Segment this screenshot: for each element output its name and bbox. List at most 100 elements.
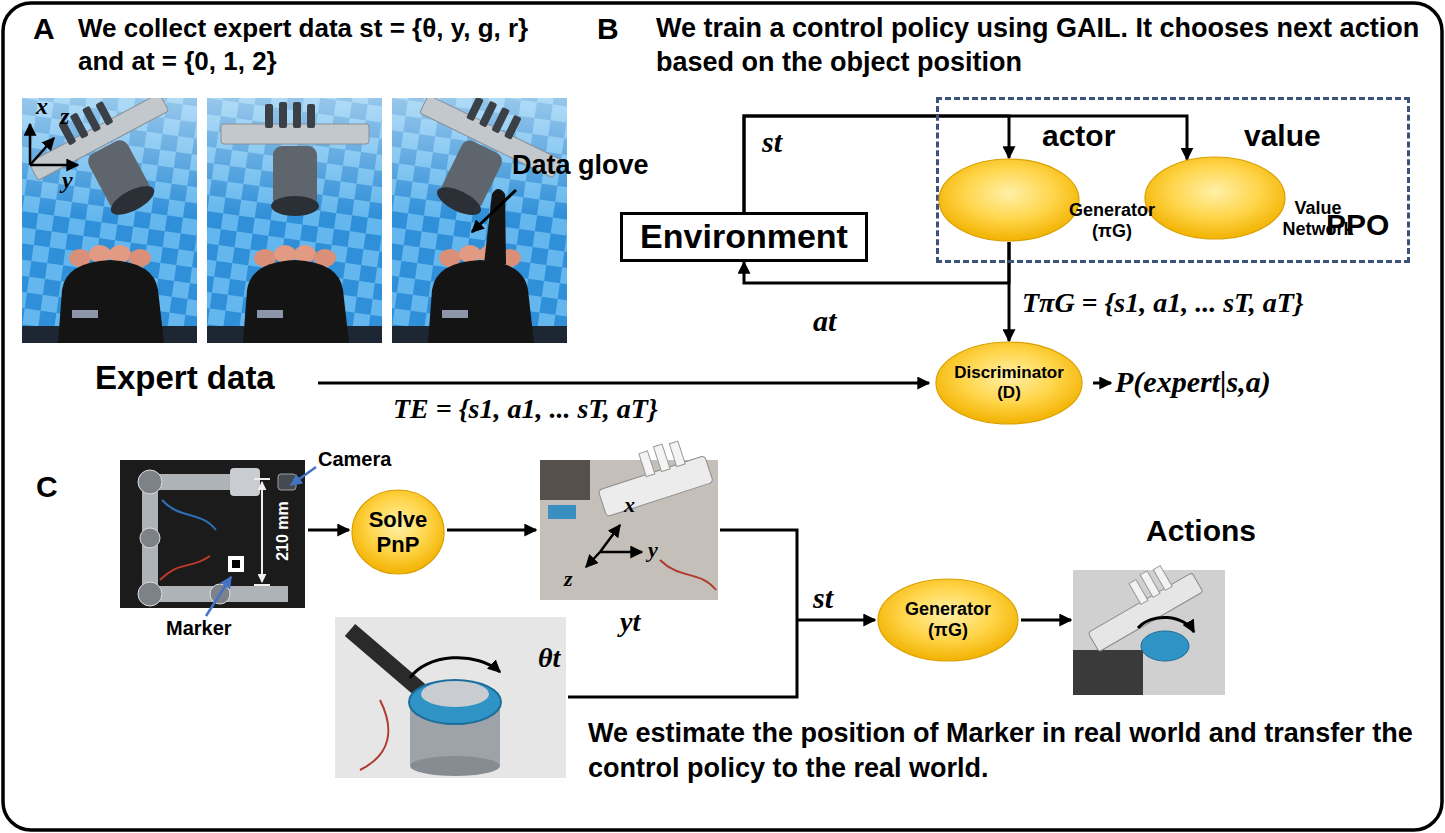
signal-lines [568, 530, 1071, 697]
value-ellipse: Value Network [1144, 156, 1286, 240]
source-label: Expert data [95, 361, 275, 394]
flow-arrow [318, 382, 929, 385]
node-label: Discriminator (D) [946, 363, 1072, 402]
panel-letter: B [597, 14, 619, 44]
group-box: Generator (πG) Value Network actor valuePPO [936, 97, 1410, 263]
generator-ellipse: Generator (πG) [938, 158, 1080, 242]
robot-arm-photo [162, 500, 216, 530]
axis-arrows [30, 124, 78, 165]
wrist-photo [410, 658, 500, 678]
axis-label: z [564, 568, 573, 590]
ellipse-outline [878, 579, 1018, 661]
generator-ellipse: Generator (πG) [877, 578, 1019, 662]
glove-photo [207, 98, 382, 343]
callout-label: Marker [166, 618, 232, 638]
process-box: Environment [620, 212, 868, 262]
axis-arrows [29, 124, 32, 165]
axis-arrows [30, 138, 54, 165]
wrist-photo [335, 617, 566, 778]
flow-arrow [447, 529, 536, 532]
outer-frame [3, 3, 1442, 830]
wrist-photo [421, 681, 489, 707]
marker-pose-photo [653, 444, 670, 472]
action-photo [1073, 650, 1143, 695]
ellipse-outline [936, 342, 1082, 424]
panel-heading: We train a control policy using GAIL. It… [656, 12, 1424, 80]
process-ellipse: Solve PnP [351, 489, 445, 575]
robot-arm-photo [228, 556, 244, 572]
glove-photo [388, 75, 571, 343]
glove-photo [22, 98, 197, 343]
ellipse-outline [352, 490, 444, 574]
glove-photo [243, 245, 349, 343]
axis-label: y [62, 168, 73, 192]
marker-pose-photo [639, 451, 655, 477]
marker-pose-photo [591, 433, 714, 517]
output-label: Actions [1146, 516, 1256, 546]
glove-photo [428, 245, 534, 343]
marker-pose-photo [540, 433, 718, 600]
wrist-photo [409, 680, 501, 724]
leader-arrow [206, 577, 231, 616]
axis-arrows [600, 525, 620, 552]
node-label: Solve PnP [362, 507, 434, 558]
wrist-photo [335, 617, 566, 778]
signal-lines [797, 619, 875, 622]
role-label: value [1244, 121, 1321, 151]
node-label: Generator (πG) [898, 599, 998, 640]
discriminator-ellipse: Discriminator (D) [935, 341, 1083, 425]
action-photo [1141, 631, 1189, 661]
leader-arrow [291, 467, 316, 485]
panel-letter: A [33, 14, 55, 44]
callout-label: Camera [318, 449, 391, 469]
robot-arm-photo [138, 582, 162, 606]
panel-heading: We collect expert data st = {θ, y, g, r}… [78, 12, 552, 77]
ellipse-outline [939, 159, 1079, 241]
action-photo [1153, 566, 1172, 591]
edge-label: st [762, 127, 782, 157]
panel-letter: C [36, 472, 58, 502]
glove-photo [484, 189, 506, 264]
glove-photo [58, 245, 164, 343]
group-title: PPO [1326, 210, 1389, 240]
connector-arrow [1008, 242, 1011, 341]
robot-arm-photo [232, 560, 240, 568]
dimension-line [261, 482, 263, 582]
dimension-line [254, 479, 270, 585]
axis-arrows [600, 551, 642, 554]
dimension-line [254, 584, 270, 586]
trajectory-label: TE = {s1, a1, ... sT, aT} [393, 395, 658, 423]
signal-lines [1021, 619, 1071, 622]
variable-label: st [813, 583, 833, 613]
robot-arm-photo [230, 468, 260, 496]
edge-label: TπG = {s1, a1, ... sT, aT} [1022, 289, 1304, 317]
variable-label: θt [538, 644, 560, 672]
robot-arm-photo [120, 460, 305, 608]
node-label: Environment [640, 217, 848, 256]
edge-label: at [813, 306, 836, 336]
marker-pose-photo [669, 441, 685, 467]
robot-arm-photo [140, 528, 160, 548]
axis-arrows [30, 164, 78, 167]
robot-arm-photo [150, 482, 288, 594]
axis-arrows [586, 552, 600, 567]
output-label: P(expert|s,a) [1115, 367, 1271, 397]
glove-photo [22, 98, 197, 244]
action-photo [1073, 552, 1225, 695]
robot-arm-photo [138, 470, 162, 494]
wrist-photo [360, 700, 388, 770]
flow-arrow [308, 529, 349, 532]
glove-photo [207, 98, 382, 343]
marker-pose-photo [660, 560, 716, 590]
wrist-photo [350, 630, 420, 690]
robot-arm-photo [120, 460, 305, 608]
glove-photo [18, 74, 202, 343]
role-label: actor [1042, 121, 1115, 151]
wrist-photo [410, 756, 500, 776]
glove-photo [392, 98, 567, 343]
axis-label: z [60, 104, 69, 128]
marker-pose-photo [540, 460, 590, 500]
